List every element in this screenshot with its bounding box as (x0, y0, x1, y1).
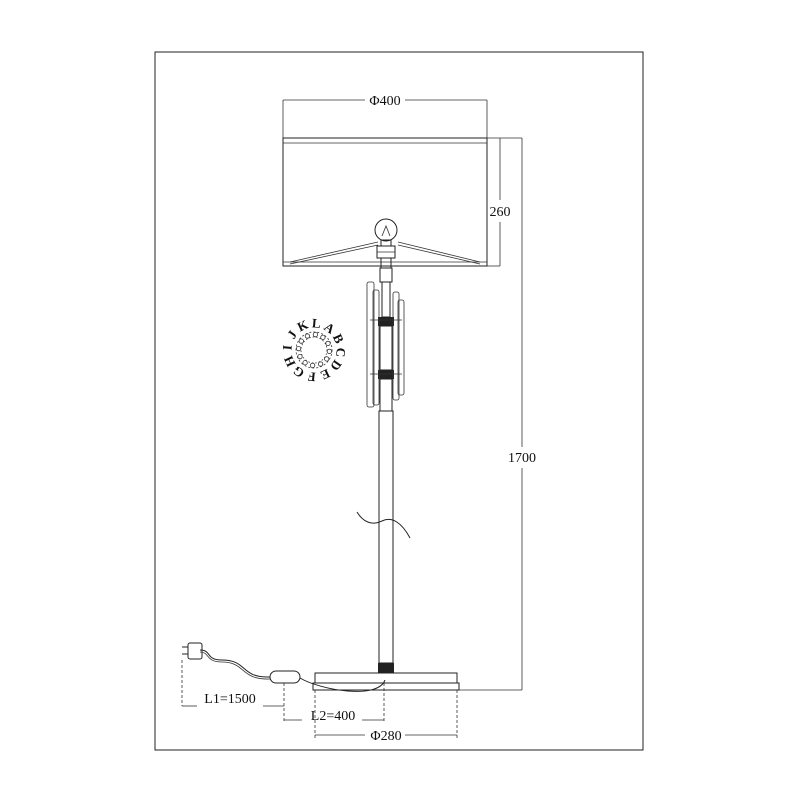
total-height-label: 1700 (508, 451, 536, 466)
cable-break-mark (356, 511, 411, 539)
total-height-dimension: 1700 (452, 138, 536, 691)
bulb-icon (374, 218, 398, 269)
cord-l2-label: L2=400 (311, 709, 355, 724)
shade-diameter-dimension: Φ400 (282, 94, 488, 138)
power-cord (182, 642, 386, 692)
base-diameter-dimension: Φ280 (314, 690, 458, 744)
shade-height-dimension: 260 (487, 137, 522, 267)
crystal-letter: H (281, 354, 299, 370)
lamp-base (312, 672, 460, 691)
crystal-letter: B (330, 332, 347, 346)
crystal-letter: I (279, 344, 294, 350)
crystal-letter: C (333, 347, 349, 358)
plug-icon (182, 642, 203, 660)
crystal-cluster (366, 281, 405, 408)
crystal-bead (304, 333, 310, 339)
crystal-bead (297, 353, 303, 360)
crystal-letter: K (295, 316, 311, 334)
lamp-shade (282, 137, 488, 267)
crystal-bead (317, 361, 324, 367)
crystal-letter: E (318, 366, 332, 383)
crystal-bead (309, 362, 316, 368)
crystal-bead (325, 340, 331, 346)
crystal-letter: L (311, 315, 321, 331)
crystal-letter: D (327, 357, 345, 373)
crystal-bead (298, 338, 304, 344)
crystal-bead (324, 356, 330, 362)
drawing-frame (154, 51, 644, 751)
cord-l1-dimension: L1=1500 (181, 660, 285, 723)
lamp-stem (378, 267, 394, 673)
cord-l2-dimension: L2=400 (284, 683, 385, 724)
switch-icon (269, 670, 301, 684)
cord-l1-label: L1=1500 (204, 692, 255, 707)
crystal-bead (326, 348, 332, 354)
crystal-bead (312, 331, 318, 338)
crystal-bead (295, 345, 302, 352)
base-diameter-label: Φ280 (370, 729, 401, 744)
crystal-bead (302, 360, 308, 366)
shade-diameter-label: Φ400 (369, 94, 400, 109)
crystal-letter: F (307, 369, 316, 385)
shade-height-label: 260 (490, 205, 511, 220)
crystal-bead (320, 334, 326, 340)
